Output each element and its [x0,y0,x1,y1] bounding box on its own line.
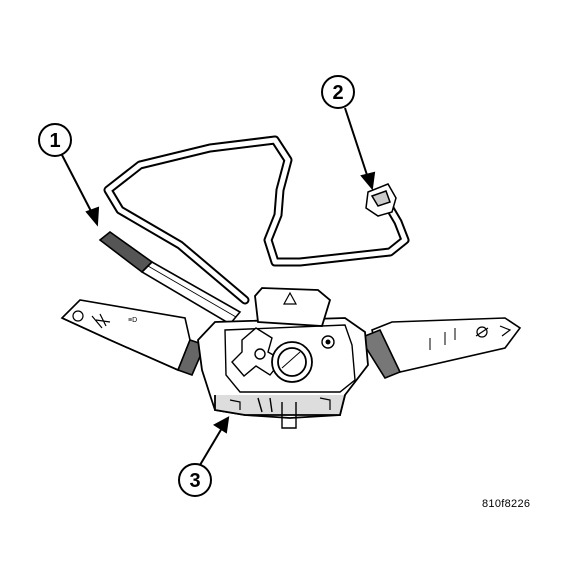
callout-1: 1 [38,123,72,157]
headlamp-icon [72,310,111,329]
callout-2: 2 [321,75,355,109]
leader-lines [61,107,376,466]
left-stalk-arm: ≡D [60,299,207,377]
wire-harness [103,135,410,305]
stalk-lever [98,230,242,326]
wiper-icon [475,325,512,338]
right-stalk-arm [358,317,522,379]
switch-assembly-housing [197,287,369,429]
control-knob [271,341,313,383]
callout-3: 3 [178,463,212,497]
callout-1-label: 1 [49,130,60,152]
wire-connector [365,183,397,217]
figure-id: 810f8226 [482,498,531,510]
hazard-switch [254,287,332,327]
svg-text:≡D: ≡D [128,317,137,324]
hazard-triangle-icon [282,291,298,305]
callout-3-label: 3 [189,470,200,492]
callout-2-label: 2 [332,82,343,104]
clockspring-rotor [231,327,284,377]
